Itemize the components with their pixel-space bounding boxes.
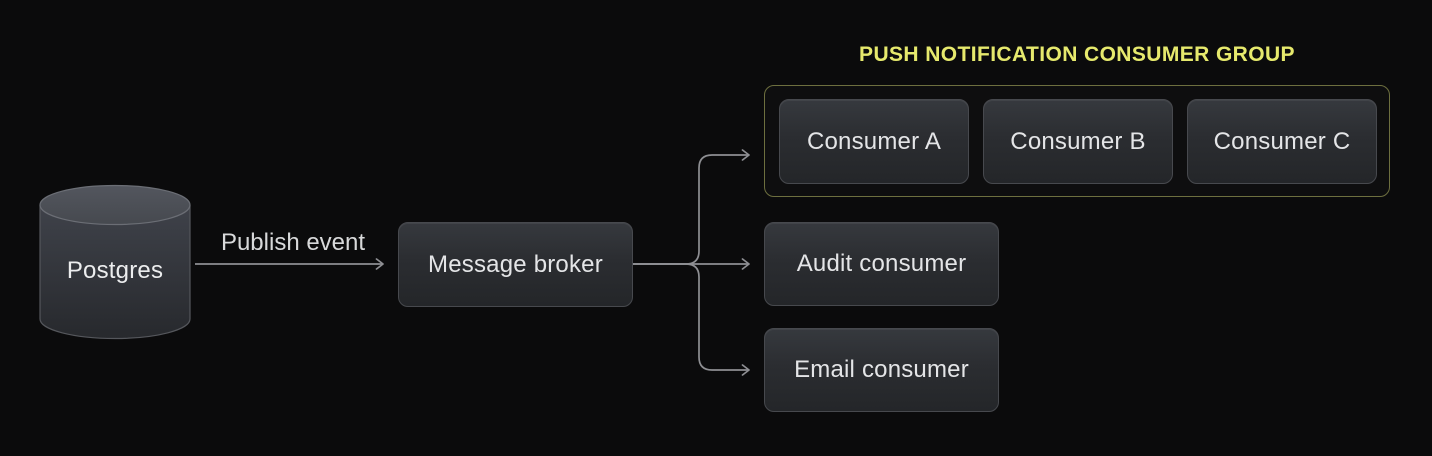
consumer-a-label: Consumer A xyxy=(806,127,942,155)
consumer-c-label: Consumer C xyxy=(1213,127,1351,155)
node-consumer-b: Consumer B xyxy=(983,99,1173,184)
edge-broker-to-email xyxy=(633,263,750,376)
message-broker-label: Message broker xyxy=(428,250,603,278)
node-consumer-a: Consumer A xyxy=(779,99,969,184)
consumer-group-container: Consumer A Consumer B Consumer C xyxy=(764,85,1390,197)
consumer-b-label: Consumer B xyxy=(1010,127,1146,155)
edge-label-publish-event: Publish event xyxy=(220,229,366,256)
database-cylinder-icon xyxy=(39,184,191,340)
node-email-consumer: Email consumer xyxy=(764,328,999,412)
node-consumer-c: Consumer C xyxy=(1187,99,1377,184)
edge-broker-to-push-group xyxy=(633,149,750,265)
consumer-group-title: PUSH NOTIFICATION CONSUMER GROUP xyxy=(859,43,1295,66)
email-consumer-label: Email consumer xyxy=(794,356,969,383)
node-message-broker: Message broker xyxy=(398,222,633,307)
node-postgres: Postgres xyxy=(38,184,192,340)
postgres-label: Postgres xyxy=(66,257,164,284)
audit-consumer-label: Audit consumer xyxy=(796,250,967,277)
node-audit-consumer: Audit consumer xyxy=(764,222,999,306)
